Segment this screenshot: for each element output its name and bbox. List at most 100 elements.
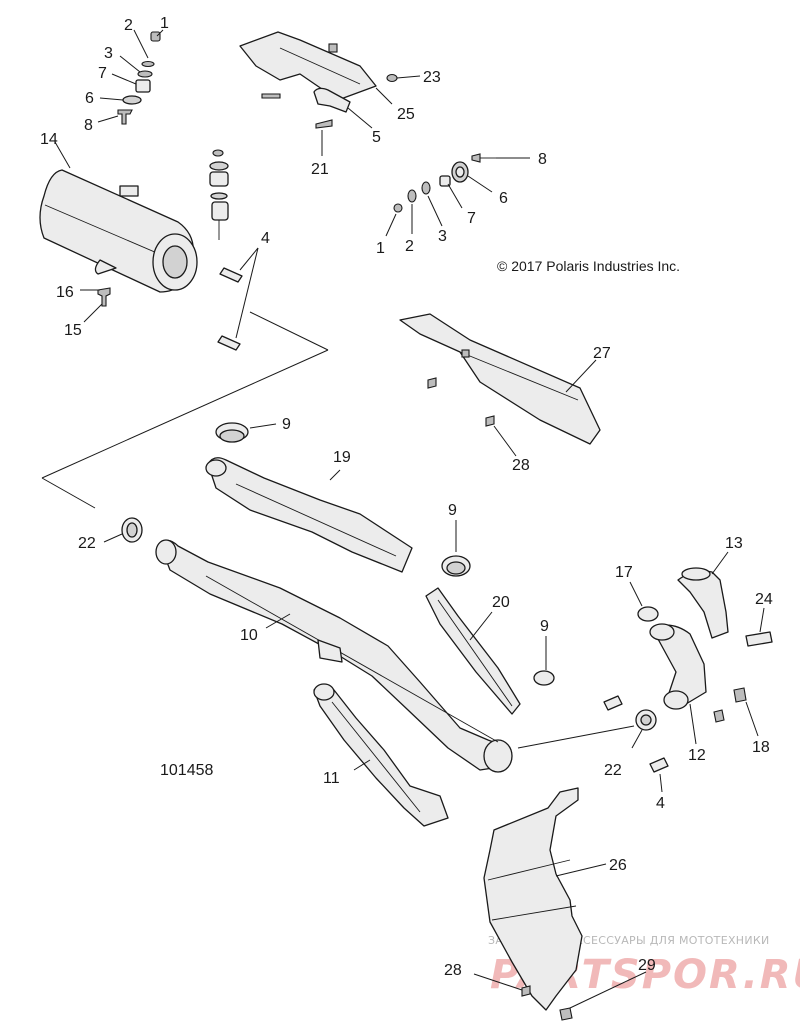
isolator-washer xyxy=(209,161,229,171)
muffler-bolt-15 xyxy=(80,287,111,323)
mid-pipe-19-body xyxy=(207,457,413,573)
shield-20 xyxy=(425,587,521,715)
bolt-8-left xyxy=(117,109,133,125)
reference-lines xyxy=(41,311,329,509)
washer-2-right xyxy=(407,189,417,203)
callout-9-upper: 9 xyxy=(282,416,291,433)
gasket-17 xyxy=(629,581,659,622)
isolator-lower xyxy=(211,201,229,221)
elbow-13-body xyxy=(677,570,729,639)
callout-8-right: 8 xyxy=(538,151,547,168)
spring-4-right-upper xyxy=(603,695,623,711)
shield-27-nut xyxy=(461,349,470,358)
isolator-nut xyxy=(212,149,224,157)
nut-1-left xyxy=(150,31,161,42)
bracket-24-body xyxy=(745,631,773,647)
sensor-18-upper xyxy=(733,687,747,703)
callout-3-right: 3 xyxy=(438,228,447,245)
heat-shield-27-body xyxy=(399,313,601,445)
spring-4-upper xyxy=(219,267,243,283)
screw-28-lower xyxy=(521,985,531,997)
callout-10: 10 xyxy=(240,627,258,644)
skid-shield-26 xyxy=(473,787,647,1021)
clamp-9-middle xyxy=(441,520,471,577)
callout-1-right: 1 xyxy=(376,240,385,257)
callout-19: 19 xyxy=(333,449,351,466)
heat-shield-25 xyxy=(239,31,421,156)
heat-shield-25-body xyxy=(239,31,377,101)
nut-23 xyxy=(386,73,398,83)
callout-9-lower: 9 xyxy=(540,618,549,635)
gasket-22-upper xyxy=(103,517,143,543)
clamp-9-upper xyxy=(215,422,277,443)
shield-nut xyxy=(328,43,338,53)
sensor-18-lower xyxy=(713,709,725,723)
isolator-mount-stack xyxy=(209,149,259,351)
callout-12: 12 xyxy=(688,747,706,764)
figure-number: 101458 xyxy=(160,762,213,779)
pipe-11 xyxy=(313,683,449,827)
copyright-note: © 2017 Polaris Industries Inc. xyxy=(497,258,680,274)
muffler-mount-hardware-right xyxy=(385,153,530,237)
bracket-5 xyxy=(313,87,351,113)
muffler-14 xyxy=(39,141,198,293)
muffler-outlet xyxy=(162,245,188,279)
sensor-18 xyxy=(713,687,759,737)
callout-5: 5 xyxy=(372,129,381,146)
callout-18: 18 xyxy=(752,739,770,756)
heat-shield-27 xyxy=(399,313,601,457)
callout-22-upper: 22 xyxy=(78,535,96,552)
callout-14: 14 xyxy=(40,131,58,148)
bolt-15 xyxy=(97,287,111,307)
callout-28-lower: 28 xyxy=(444,962,462,979)
callout-13: 13 xyxy=(725,535,743,552)
callout-27: 27 xyxy=(593,345,611,362)
callout-17: 17 xyxy=(615,564,633,581)
callout-7-right: 7 xyxy=(467,210,476,227)
shield-27-bolt-upper xyxy=(427,377,437,389)
isolator-spacer xyxy=(210,192,228,200)
spring-4-right-lower xyxy=(649,757,669,773)
callout-16: 16 xyxy=(56,284,74,301)
spring-4-lower xyxy=(217,335,241,351)
callout-21: 21 xyxy=(311,161,329,178)
clamp-9-lower xyxy=(533,636,555,686)
callout-4-lower: 4 xyxy=(656,795,665,812)
skid-shield-26-body xyxy=(483,787,583,1011)
clamp-9-lower-band xyxy=(533,670,555,686)
bolt-21 xyxy=(315,119,333,129)
callout-2: 2 xyxy=(124,17,133,34)
callout-6-right: 6 xyxy=(499,190,508,207)
callout-labels: 2 1 3 7 6 8 14 4 16 15 23 25 5 21 8 6 7 … xyxy=(40,15,773,979)
bolt-8-right-head xyxy=(471,153,481,163)
callout-29: 29 xyxy=(638,957,656,974)
callout-24: 24 xyxy=(755,591,773,608)
shield-20-body xyxy=(425,587,521,715)
elbow-13 xyxy=(677,551,729,639)
callout-11: 11 xyxy=(323,770,340,787)
callout-7: 7 xyxy=(98,65,107,82)
callout-26: 26 xyxy=(609,857,627,874)
muffler-bracket xyxy=(119,185,139,197)
callout-9-middle: 9 xyxy=(448,502,457,519)
elbow-12 xyxy=(649,623,707,745)
muffler-mount-hardware-left xyxy=(97,29,164,125)
muffler-hanger xyxy=(94,259,117,275)
gasket-17-ring xyxy=(637,606,659,622)
bolt-shield-left xyxy=(261,93,281,99)
head-pipe-10 xyxy=(155,539,513,773)
head-pipe-tab xyxy=(317,639,343,663)
callout-6: 6 xyxy=(85,90,94,107)
callout-23: 23 xyxy=(423,69,441,86)
callout-3: 3 xyxy=(104,45,113,62)
callout-22-lower: 22 xyxy=(604,762,622,779)
washer-3-left xyxy=(137,70,153,78)
callout-2-right: 2 xyxy=(405,238,414,255)
washer-2-left xyxy=(141,60,155,68)
screw-28-upper xyxy=(485,415,495,427)
grommet-6-left xyxy=(122,95,142,105)
spring-4-lower-right xyxy=(603,695,669,793)
mid-pipe-19 xyxy=(205,457,413,573)
callout-25: 25 xyxy=(397,106,415,123)
